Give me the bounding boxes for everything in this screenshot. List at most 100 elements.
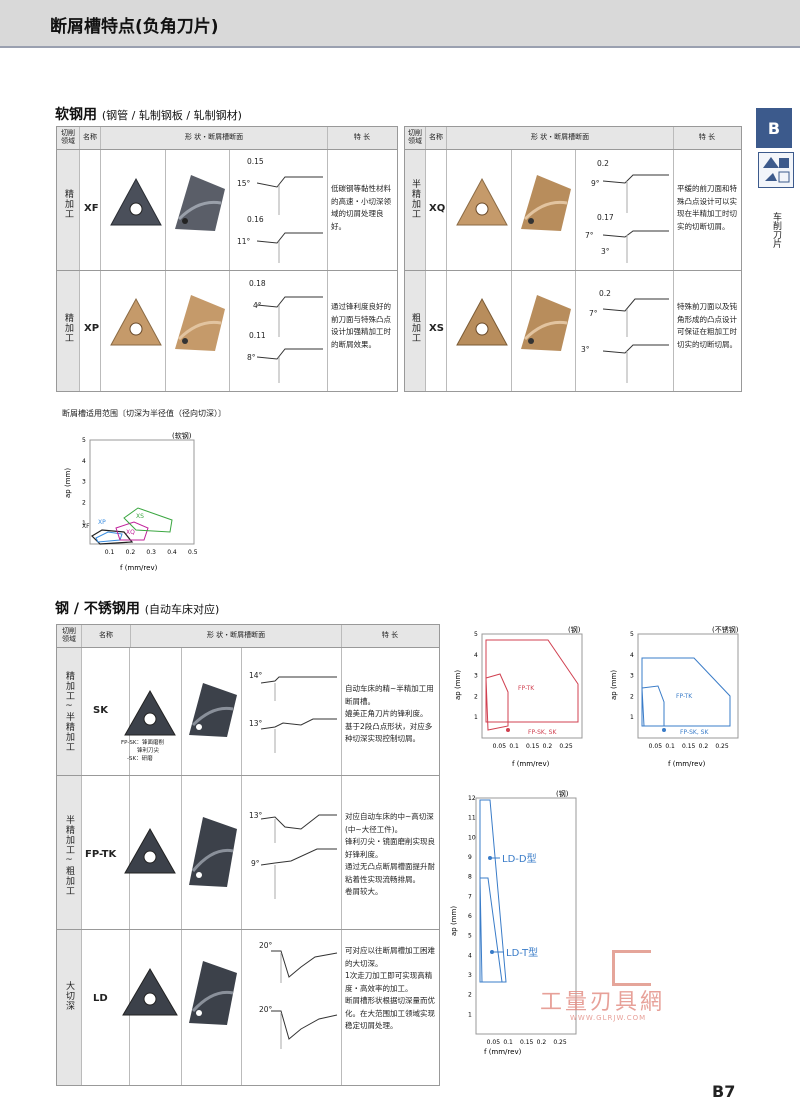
angle-label: 20°: [259, 941, 273, 950]
chart-stainless: (不锈钢) ap (mm) f (mm/rev) FP-TK FP-SK, SK…: [610, 625, 739, 768]
y-tick-label: 4: [82, 458, 86, 465]
col-field: 切削 领域: [57, 625, 82, 647]
row-code: XP: [84, 323, 100, 334]
page-title: 断屑槽特点(负角刀片): [50, 17, 219, 37]
series-label: FP-TK: [676, 693, 693, 700]
y-tick-label: 2: [468, 992, 472, 999]
feature-text: 可对应以往断屑槽加工困难的大切深。 1次走刀加工即可实现高精度・高效率的加工。 …: [345, 946, 435, 1030]
angle-label: 7°: [585, 231, 594, 240]
row-category: 半精加工: [410, 179, 420, 219]
chapter-tab[interactable]: B: [756, 108, 792, 148]
x-tick-label: 0.15: [520, 1039, 534, 1046]
x-tick-label: 0.05: [649, 743, 663, 750]
angle-label: 7°: [589, 309, 598, 318]
dim-label: 0.18: [249, 279, 266, 288]
chipbreaker-closeup: [175, 175, 225, 231]
y-tick-label: 10: [468, 834, 476, 841]
angle-label: 20°: [259, 1005, 273, 1014]
section-profile: [257, 176, 323, 263]
dim-label: 0.11: [249, 331, 266, 340]
y-axis-label: ap (mm): [454, 670, 462, 700]
x-tick-label: 0.3: [146, 549, 156, 556]
y-axis-label: ap (mm): [450, 906, 458, 936]
row-category: 大切深: [64, 981, 74, 1011]
series-label: FP-SK, SK: [528, 729, 557, 736]
row-category: 精加工: [63, 313, 73, 343]
y-tick-label: 5: [468, 933, 472, 940]
col-feature: 特 长: [381, 631, 399, 640]
col-shape: 形 状・断屑槽断面: [447, 127, 674, 149]
series-label: FP-TK: [518, 685, 535, 692]
dim-label: 0.17: [597, 213, 614, 222]
table-header: 切削 领域 名称 形 状・断屑槽断面 特 长: [57, 127, 397, 150]
y-tick-label: 1: [468, 1011, 472, 1018]
col-field: 切削 领域: [405, 127, 426, 149]
section2-title-main: 钢 / 不锈钢用: [55, 601, 140, 617]
section-profile: [603, 298, 669, 383]
header-bar: 断屑槽特点(负角刀片): [0, 0, 800, 48]
chipbreaker-closeup: [189, 683, 237, 737]
y-tick-label: 5: [474, 631, 478, 638]
category-column: [57, 648, 82, 1085]
divider: [341, 648, 342, 1085]
row-code: FP-TK: [85, 849, 117, 860]
series-point: [506, 728, 510, 732]
table-header: 切削 领域 名称 形 状・断屑槽断面 特 长: [405, 127, 741, 150]
insert-image: [456, 297, 508, 346]
col-name: 名称: [82, 625, 131, 647]
plot-frame: [475, 797, 577, 1035]
section-profile: [261, 676, 337, 753]
y-tick-label: 3: [82, 479, 86, 486]
angle-label: 14°: [249, 671, 263, 680]
chart-title: (钢): [556, 789, 569, 798]
series-xp-region: [95, 531, 123, 543]
chipbreaker-closeup: [189, 961, 237, 1025]
y-tick-label: 9: [468, 854, 472, 861]
series-label-xf: XF: [82, 523, 90, 530]
series-label: FP-SK, SK: [680, 729, 709, 736]
turning-insert-icon: [758, 152, 794, 188]
insert-image: [124, 827, 176, 874]
row-code: LD: [93, 993, 108, 1004]
insert-image: [110, 297, 162, 346]
chipbreaker-closeup: [175, 295, 225, 351]
y-tick-label: 6: [468, 913, 472, 920]
row-category: 粗加工: [410, 313, 420, 343]
series-xf-region: [91, 529, 134, 545]
section-profile: [261, 814, 337, 899]
table-soft-steel-right: 切削 领域 名称 形 状・断屑槽断面 特 长 半精加工 XQ 0.2 9° 0.…: [404, 126, 742, 392]
chart-steel: (钢) ap (mm) f (mm/rev) FP-TK FP-SK, SK 1…: [454, 625, 583, 768]
series-label-xs: XS: [136, 513, 144, 520]
series-fp-tk-region: [485, 639, 579, 723]
x-tick-label: 0.05: [493, 743, 507, 750]
series-fp-tk-region: [641, 657, 731, 727]
note-line: -SK：研磨: [127, 756, 153, 762]
section-profile: [603, 174, 669, 263]
chart1-caption: 断屑槽适用范围〔切深为半径值（径向切深）〕: [62, 409, 226, 418]
plot-frame: [89, 439, 195, 545]
y-tick-label: 2: [474, 693, 478, 700]
angle-label: 9°: [251, 859, 260, 868]
chapter-label: 车削刀片: [771, 212, 781, 248]
insert-image: [124, 689, 176, 736]
y-tick-label: 5: [82, 437, 86, 444]
table-soft-steel-left: 切削 领域 名称 形 状・断屑槽断面 特 长 精加工 XF 0.15 15° 0…: [56, 126, 398, 392]
chipbreaker-closeup: [521, 295, 571, 351]
chipbreaker-closeup: [521, 175, 571, 231]
x-tick-label: 0.2: [537, 1039, 547, 1046]
x-axis-label: f (mm/rev): [668, 760, 706, 768]
angle-label: 13°: [249, 719, 263, 728]
y-axis-label: ap (mm): [610, 670, 618, 700]
series-point: [662, 728, 666, 732]
y-tick-label: 4: [474, 652, 478, 659]
table-steel-stainless: 切削 领域 名称 形 状・断屑槽断面 特 长 精加工~半精加工 SK FP-SK…: [56, 624, 440, 1086]
table-header: 切削 领域 名称 形 状・断屑槽断面 特 长: [57, 625, 439, 648]
row-divider: [57, 270, 397, 271]
x-tick-label: 0.4: [167, 549, 177, 556]
angle-label: 8°: [247, 353, 256, 362]
dim-label: 0.16: [247, 215, 264, 224]
angle-label: 11°: [237, 237, 251, 246]
x-tick-label: 0.05: [487, 1039, 501, 1046]
insert-image: [110, 177, 162, 226]
section2-subtitle: (自动车床对应): [144, 603, 220, 616]
